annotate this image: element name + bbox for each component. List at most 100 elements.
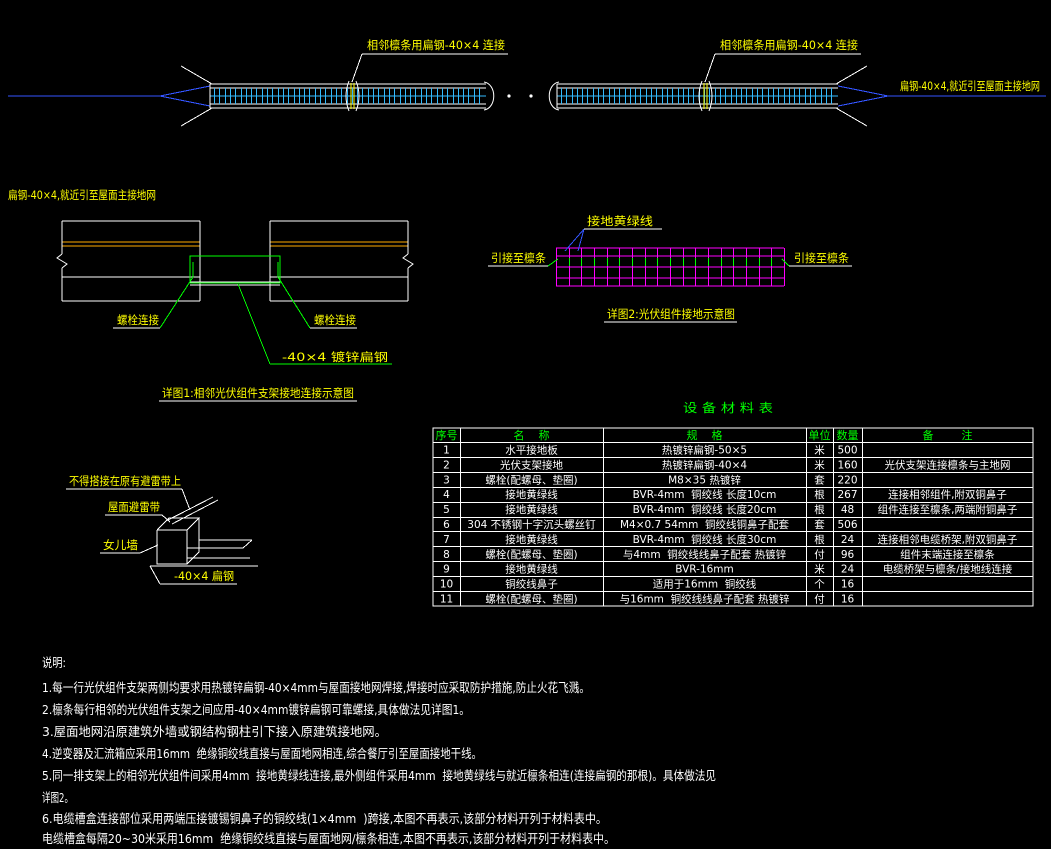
table-cell-spec: BVR-4mm 铜绞线 长度10cm xyxy=(633,488,777,501)
lightning-belt-line xyxy=(171,499,219,525)
no-overlap-label: 不得搭接在原有避雷带上 xyxy=(69,474,181,488)
materials-table-title: 设 备 材 料 表 xyxy=(683,401,773,415)
lightning-belt-leader xyxy=(161,514,171,523)
callout-leader xyxy=(351,53,363,83)
table-cell-name: 接地黄绿线 xyxy=(505,563,558,576)
table-header-cell: 名 称 xyxy=(514,428,550,442)
table-cell-unit: 个 xyxy=(814,579,825,591)
taper-line-left-top xyxy=(159,85,211,97)
table-cell-qty: 48 xyxy=(841,504,854,516)
table-row: 9 接地黄绿线 BVR-16mm 米 24 电缆桥架与檩条/接地线连接 xyxy=(443,563,1013,576)
table-cell-unit: 付 xyxy=(814,548,825,561)
table-cell-unit: 根 xyxy=(814,533,825,546)
table-cell-unit: 米 xyxy=(814,563,825,576)
flare-line-left-bottom xyxy=(180,107,213,127)
table-cell-no: 10 xyxy=(440,579,453,591)
bolt-leader-right xyxy=(277,276,311,329)
table-cell-unit: 付 xyxy=(814,593,825,606)
galvanized-flat-steel-connector xyxy=(189,255,281,284)
table-cell-remark: 电缆桥架与檩条/接地线连接 xyxy=(883,563,1013,576)
purlin-leader-left xyxy=(547,258,559,267)
table-cell-name: 接地黄绿线 xyxy=(505,488,558,501)
top-grounding-strip: 相邻檩条用扁钢-40×4 连接 相邻檩条用扁钢-40×4 连接 扁钢-40×4,… xyxy=(8,38,1046,127)
break-symbol xyxy=(402,253,414,269)
purlin-label-right: 引接至檩条 xyxy=(794,251,849,265)
table-cell-no: 11 xyxy=(440,594,453,606)
purlin-ladder-left xyxy=(209,83,486,109)
break-symbol xyxy=(56,253,68,269)
continuation-dot xyxy=(507,94,511,98)
flare-line-left-top xyxy=(180,65,213,85)
table-cell-qty: 500 xyxy=(837,445,857,457)
table-cell-name: 光伏支架接地 xyxy=(500,458,563,471)
table-cell-spec: 适用于16mm 铜绞线 xyxy=(653,578,757,591)
bolt-label-right: 螺栓连接 xyxy=(314,313,356,327)
lightning-belt-label: 屋面避雷带 xyxy=(108,500,160,514)
table-cell-no: 6 xyxy=(443,519,450,531)
table-cell-spec: 与16mm 铜绞线线鼻子配套 热镀锌 xyxy=(620,593,790,606)
table-cell-remark: 连接相邻电缆桥架,附双铜鼻子 xyxy=(878,533,1018,546)
note-line: 6.电缆槽盒连接部位采用两端压接镀锡铜鼻子的铜绞线(1×4mm )跨接,本图不再… xyxy=(42,811,607,826)
flat-steel-run xyxy=(242,539,253,549)
notes: 说明: 1.每一行光伏组件支架两侧均要求用热镀锌扁钢-40×4mm与屋面接地网焊… xyxy=(42,655,716,846)
table-cell-qty: 96 xyxy=(841,549,855,561)
joint-callout-right: 相邻檩条用扁钢-40×4 连接 xyxy=(720,38,858,52)
detail1-caption: 详图1:相邻光伏组件支架接地连接示意图 xyxy=(162,386,354,400)
note-line: 1.每一行光伏组件支架两侧均要求用热镀锌扁钢-40×4mm与屋面接地网焊接,焊接… xyxy=(42,680,590,695)
table-cell-no: 4 xyxy=(443,489,450,501)
table-header-cell: 规 格 xyxy=(687,428,723,442)
table-cell-name: 接地黄绿线 xyxy=(505,503,558,516)
joint-bracket-arc xyxy=(698,80,703,112)
parapet-side-face xyxy=(186,518,200,565)
note-line: 3.屋面地网沿原建筑外墙或钢结构钢柱引下接入原建筑接地网。 xyxy=(42,724,387,739)
flat-steel-label: -40×4 镀锌扁钢 xyxy=(282,350,388,364)
table-cell-name: 水平接地板 xyxy=(505,444,558,457)
detail2-module-grounding: 接地黄绿线 引接至檩条 引接至檩条 详图2:光伏组件接地示意图 xyxy=(488,214,852,323)
flare-line-right-top xyxy=(835,65,868,85)
joint-callout-left: 相邻檩条用扁钢-40×4 连接 xyxy=(367,38,505,52)
table-cell-spec: BVR-4mm 铜绞线 长度30cm xyxy=(633,533,777,546)
wire-leader xyxy=(564,228,585,252)
table-cell-spec: 热镀锌扁钢-40×4 xyxy=(662,458,747,471)
detail1-adjacent-frame-grounding: 扁钢-40×4,就近引至屋面主接地网 xyxy=(8,188,414,402)
note-line: 电缆槽盒每隔20~30米采用16mm 绝缘铜绞线直接与屋面地网/檩条相连,本图不… xyxy=(42,831,615,846)
table-cell-qty: 267 xyxy=(837,489,857,501)
taper-line-right-top xyxy=(837,85,889,97)
detail1-lead-label: 扁钢-40×4,就近引至屋面主接地网 xyxy=(8,188,156,202)
purlin-ladder-right xyxy=(556,83,838,109)
table-cell-qty: 16 xyxy=(841,579,855,591)
taper-line-right-bottom xyxy=(837,95,889,107)
flat-steel-leader xyxy=(149,565,161,585)
table-cell-spec: BVR-16mm xyxy=(675,564,734,576)
table-cell-name: 接地黄绿线 xyxy=(505,533,558,546)
note-line: 5.同一排支架上的相邻光伏组件间采用4mm 接地黄绿线连接,最外侧组件采用4mm… xyxy=(42,768,716,783)
callout-leader xyxy=(704,53,716,83)
table-cell-remark: 光伏支架连接檩条与主地网 xyxy=(885,458,1011,471)
table-cell-unit: 根 xyxy=(814,488,825,501)
table-cell-no: 1 xyxy=(443,445,450,457)
table-cell-unit: 根 xyxy=(814,503,825,516)
joint-bracket-arc xyxy=(708,80,713,112)
note-line: 2.檩条每行相邻的光伏组件支架之间应用-40×4mm镀锌扁钢可靠螺接,具体做法见… xyxy=(42,702,470,717)
end-callout: 扁钢-40×4,就近引至屋面主接地网 xyxy=(900,79,1040,93)
parapet-leader xyxy=(139,544,159,554)
table-cell-spec: M8×35 热镀锌 xyxy=(668,473,741,486)
table-cell-name: 螺栓(配螺母、垫圈) xyxy=(485,593,577,606)
joint-bracket-arc xyxy=(345,80,350,112)
table-cell-qty: 24 xyxy=(841,564,855,576)
table-cell-no: 9 xyxy=(443,564,450,576)
table-cell-name: 螺栓(配螺母、垫圈) xyxy=(485,548,577,561)
table-header-cell: 序号 xyxy=(436,428,458,442)
bolt-label-left: 螺栓连接 xyxy=(117,313,159,327)
table-cell-no: 3 xyxy=(443,474,450,486)
table-cell-qty: 24 xyxy=(841,534,855,546)
table-cell-no: 2 xyxy=(443,459,450,471)
table-cell-remark: 组件连接至檩条,两端附铜鼻子 xyxy=(878,503,1018,516)
